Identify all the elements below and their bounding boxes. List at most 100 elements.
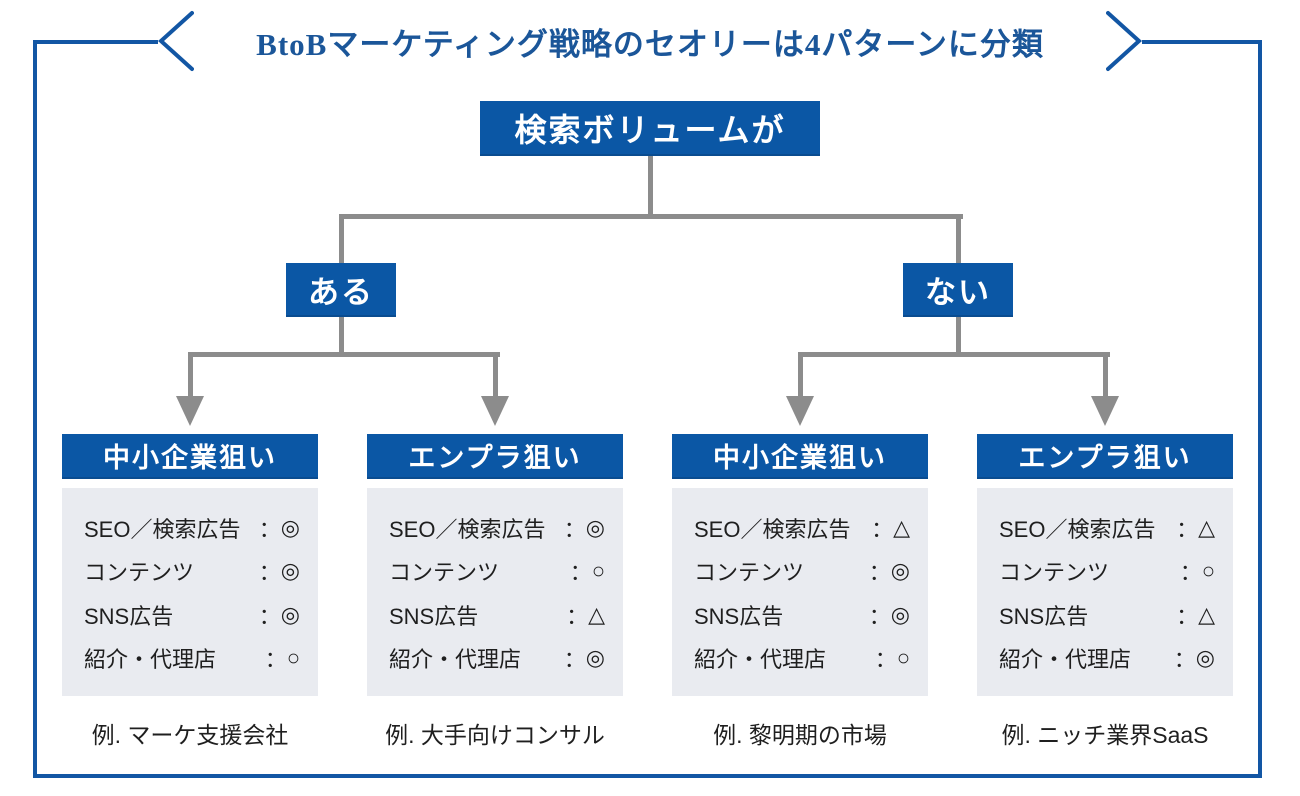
rating-row: SEO／検索広告 ：△ [999, 512, 1215, 544]
rating-row: コンテンツ ：◎ [694, 555, 910, 587]
strategy-card-3: 中小企業狙い SEO／検索広告 ：△ コンテンツ ：◎ SNS広告 ：◎ 紹介・… [672, 434, 928, 750]
connector-line [1103, 352, 1108, 400]
connector-line [339, 317, 344, 357]
rating-value: ：◎ [564, 512, 605, 544]
ratings-panel: SEO／検索広告 ：△ コンテンツ ：○ SNS広告 ：△ 紹介・代理店 ：◎ [977, 488, 1233, 696]
rating-symbol: ◎ [280, 515, 300, 540]
rating-value: ：○ [1180, 555, 1215, 587]
right-angle-bracket-icon [1106, 11, 1142, 71]
rating-value: ：◎ [1174, 642, 1215, 674]
rating-value: ：○ [570, 555, 605, 587]
channel-label: コンテンツ [999, 560, 1110, 586]
channel-label: SEO／検索広告 [389, 517, 546, 542]
colon: ： [871, 517, 894, 542]
rating-value: ：◎ [564, 642, 605, 674]
channel-label: SEO／検索広告 [694, 517, 851, 542]
channel-label: コンテンツ [389, 560, 500, 586]
strategy-card-1: 中小企業狙い SEO／検索広告 ：◎ コンテンツ ：◎ SNS広告 ：◎ 紹介・… [62, 434, 318, 750]
example-label: 例. 黎明期の市場 [713, 722, 887, 748]
rating-row: SNS広告 ：◎ [84, 599, 300, 631]
channel-label: SNS広告 [84, 603, 174, 629]
example-label: 例. ニッチ業界SaaS [1001, 722, 1209, 748]
colon: ： [1173, 646, 1196, 672]
colon: ： [258, 603, 281, 629]
rating-row: コンテンツ ：◎ [84, 555, 300, 587]
channel-label: SNS広告 [999, 603, 1089, 629]
rating-row: 紹介・代理店 ：◎ [999, 642, 1215, 674]
connector-line [956, 317, 961, 357]
colon: ： [569, 560, 592, 586]
root-node: 検索ボリュームが [480, 101, 820, 156]
rating-symbol: ◎ [280, 558, 300, 584]
channel-label: SNS広告 [694, 603, 784, 629]
channel-label: コンテンツ [84, 560, 195, 586]
channel-label: 紹介・代理店 [694, 646, 827, 672]
rating-symbol: ○ [286, 644, 300, 670]
rating-row: SNS広告 ：△ [389, 599, 605, 631]
rating-value: ：○ [875, 642, 910, 674]
connector-line [493, 352, 498, 400]
rating-value: ：◎ [259, 599, 300, 631]
rating-value: ：△ [1176, 599, 1215, 631]
channel-label: SEO／検索広告 [999, 517, 1156, 542]
colon: ： [563, 517, 586, 542]
channel-label: 紹介・代理店 [999, 646, 1132, 672]
arrow-down-icon [481, 396, 509, 426]
diagram-title: BtoBマーケティング戦略のセオリーは4パターンに分類 [256, 26, 1044, 62]
rating-row: SNS広告 ：◎ [694, 599, 910, 631]
left-angle-bracket-icon [158, 11, 194, 71]
colon: ： [868, 560, 891, 586]
rating-symbol: ◎ [280, 601, 300, 627]
example-label: 例. 大手向けコンサル [385, 722, 605, 748]
connector-line [798, 352, 803, 400]
connector-line [798, 352, 1110, 357]
card-header: 中小企業狙い [672, 434, 928, 479]
connector-line [339, 214, 963, 219]
ratings-panel: SEO／検索広告 ：◎ コンテンツ ：◎ SNS広告 ：◎ 紹介・代理店 ：○ [62, 488, 318, 696]
colon: ： [874, 646, 897, 672]
rating-symbol: △ [893, 515, 910, 540]
rating-row: SNS広告 ：△ [999, 599, 1215, 631]
card-header: エンプラ狙い [367, 434, 623, 479]
connector-line [956, 214, 961, 267]
rating-row: 紹介・代理店 ：○ [84, 642, 300, 674]
arrow-down-icon [176, 396, 204, 426]
rating-value: ：△ [1176, 512, 1215, 544]
channel-label: 紹介・代理店 [84, 646, 217, 672]
rating-row: SEO／検索広告 ：△ [694, 512, 910, 544]
colon: ： [566, 603, 589, 629]
connector-line [188, 352, 193, 400]
branch-node-aru: ある [286, 263, 396, 317]
colon: ： [264, 646, 287, 672]
connector-line [339, 214, 344, 267]
channel-label: SEO／検索広告 [84, 517, 241, 542]
connector-line [188, 352, 500, 357]
colon: ： [258, 560, 281, 586]
example-label: 例. マーケ支援会社 [91, 722, 289, 748]
rating-row: コンテンツ ：○ [389, 555, 605, 587]
connector-line [648, 156, 653, 218]
colon: ： [1176, 517, 1199, 542]
rating-value: ：◎ [259, 512, 300, 544]
rating-symbol: △ [588, 601, 605, 627]
rating-row: 紹介・代理店 ：○ [694, 642, 910, 674]
rating-symbol: ◎ [890, 601, 910, 627]
rating-row: SEO／検索広告 ：◎ [389, 512, 605, 544]
rating-row: コンテンツ ：○ [999, 555, 1215, 587]
colon: ： [563, 646, 586, 672]
arrow-down-icon [786, 396, 814, 426]
ratings-panel: SEO／検索広告 ：△ コンテンツ ：◎ SNS広告 ：◎ 紹介・代理店 ：○ [672, 488, 928, 696]
rating-value: ：◎ [259, 555, 300, 587]
rating-symbol: ◎ [585, 644, 605, 670]
ratings-panel: SEO／検索広告 ：◎ コンテンツ ：○ SNS広告 ：△ 紹介・代理店 ：◎ [367, 488, 623, 696]
rating-row: SEO／検索広告 ：◎ [84, 512, 300, 544]
strategy-card-4: エンプラ狙い SEO／検索広告 ：△ コンテンツ ：○ SNS広告 ：△ 紹介・… [977, 434, 1233, 750]
rating-symbol: ○ [591, 558, 605, 584]
rating-value: ：○ [265, 642, 300, 674]
channel-label: SNS広告 [389, 603, 479, 629]
channel-label: コンテンツ [694, 560, 805, 586]
rating-symbol: ◎ [890, 558, 910, 584]
rating-symbol: ○ [1201, 558, 1215, 584]
rating-symbol: △ [1198, 601, 1215, 627]
card-header: エンプラ狙い [977, 434, 1233, 479]
